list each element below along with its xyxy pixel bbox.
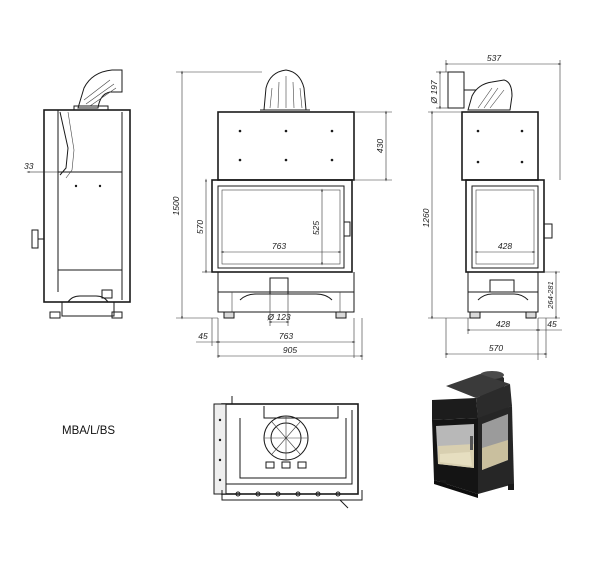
model-name: MBA/L/BS <box>62 425 115 437</box>
dim-45-right: 45 <box>547 319 557 329</box>
dim-570-door: 570 <box>195 220 205 234</box>
left-side-view: 33 <box>24 69 131 319</box>
product-3d-render <box>432 371 514 498</box>
right-door-handle <box>543 223 553 239</box>
plan-view <box>213 396 363 509</box>
dim-1260: 1260 <box>421 208 431 227</box>
dim-45-front: 45 <box>198 331 208 341</box>
right-glass <box>475 189 535 265</box>
dim-905: 905 <box>283 345 297 355</box>
right-door-frame <box>465 179 545 273</box>
front-door-handle <box>343 221 351 237</box>
dim-dia-197: Ø 197 <box>429 80 439 104</box>
dim-428-glass: 428 <box>498 241 512 251</box>
dim-428-base: 428 <box>496 319 510 329</box>
dim-570-depth: 570 <box>489 343 503 353</box>
dim-dia-123: Ø 123 <box>266 312 290 322</box>
front-air-inlet <box>269 277 289 295</box>
front-view: 1500 570 430 525 763 Ø 123 45 763 905 <box>171 69 392 360</box>
dim-763-base: 763 <box>279 331 293 341</box>
dim-1500: 1500 <box>171 196 181 215</box>
dim-33: 33 <box>24 161 34 171</box>
right-side-view: 537 Ø 197 1260 428 264-281 428 45 570 <box>421 53 562 360</box>
front-door-frame <box>211 179 353 273</box>
dim-763-glass: 763 <box>272 241 286 251</box>
side-base <box>61 302 115 317</box>
dim-430: 430 <box>375 139 385 153</box>
flue-elbow <box>73 69 123 111</box>
right-flue-elbow <box>447 71 513 111</box>
side-body <box>43 109 131 303</box>
right-top-panel <box>461 111 539 181</box>
dim-537: 537 <box>487 53 501 63</box>
front-top-panel <box>217 111 355 181</box>
front-flue <box>260 69 310 111</box>
dim-525: 525 <box>311 221 321 235</box>
dim-264-281: 264-281 <box>546 281 555 310</box>
front-glass <box>217 185 345 269</box>
door-handle-left <box>31 229 39 249</box>
